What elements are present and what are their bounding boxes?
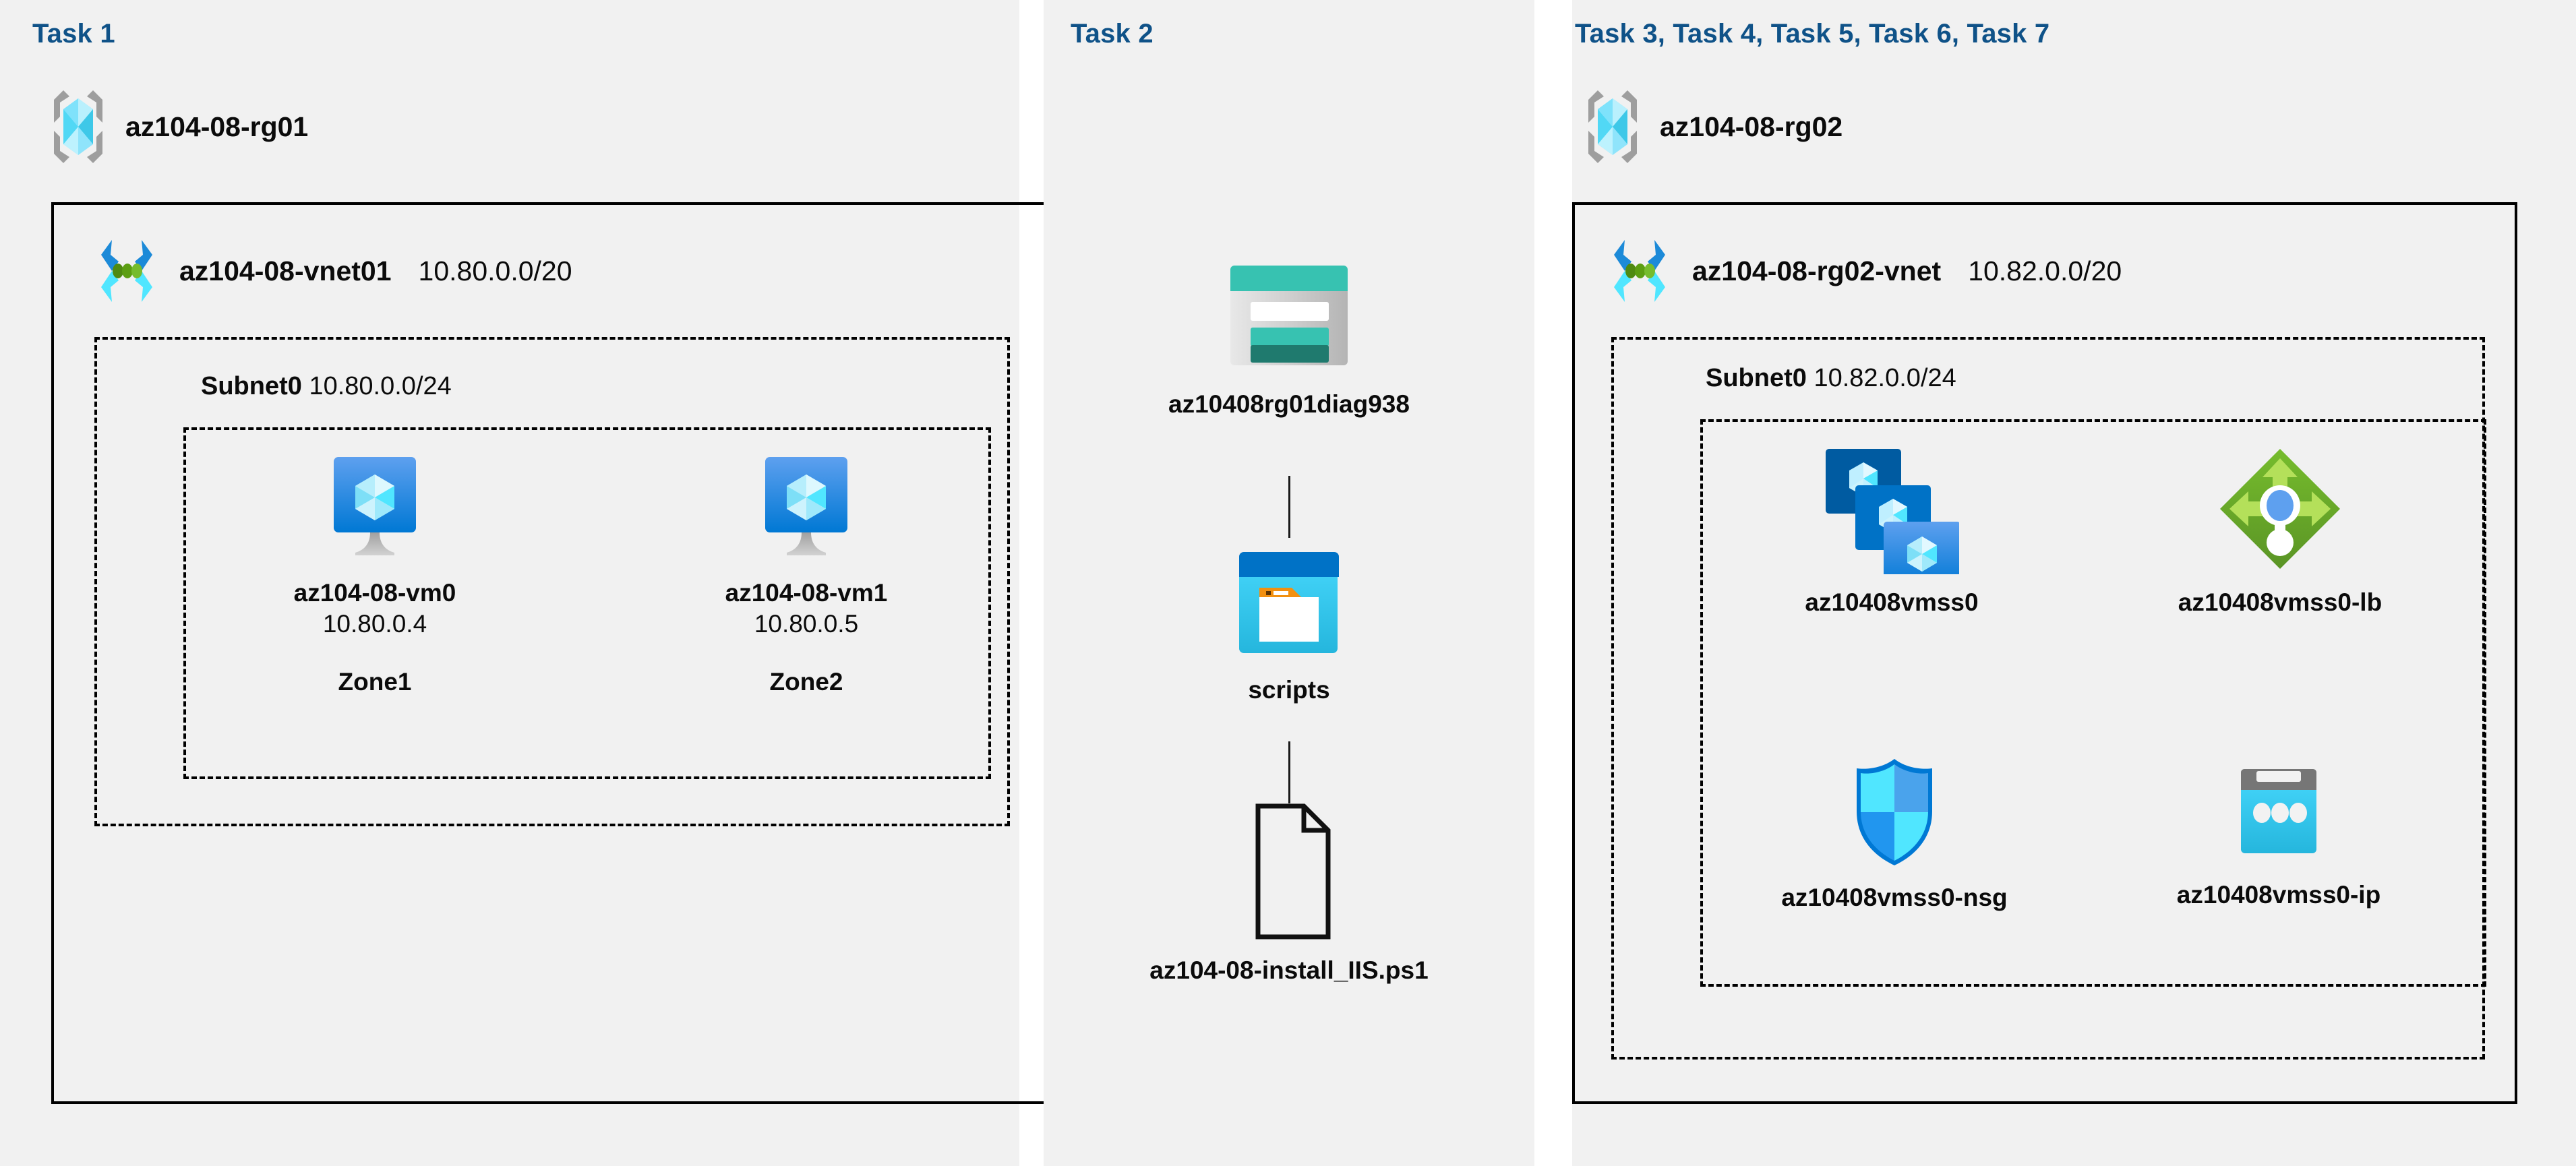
subnet-cidr: 10.80.0.0/24: [309, 372, 452, 400]
vm-name: az104-08-vm0: [293, 579, 456, 607]
resource-group-icon: [49, 89, 108, 164]
virtual-machine-icon: [756, 453, 857, 568]
resource-group-label: az104-08-rg01: [125, 111, 309, 142]
vnet-cidr: 10.82.0.0/20: [1968, 255, 2122, 286]
nsg-label: az10408vmss0-nsg: [1781, 884, 2008, 911]
task-title-1: Task 1: [32, 19, 115, 49]
subnet-cidr: 10.82.0.0/24: [1814, 364, 1956, 392]
public-ip-address-icon: [2225, 766, 2333, 870]
resource-group-label: az104-08-rg02: [1660, 111, 1843, 142]
vm-zone: Zone1: [338, 668, 412, 696]
file-node[interactable]: az104-08-install_IIS.ps1: [1120, 802, 1458, 985]
load-balancer-icon: [2217, 446, 2343, 578]
load-balancer-label: az10408vmss0-lb: [2178, 588, 2383, 616]
panel-task3-7: [1572, 0, 2576, 1166]
virtual-network-icon: [1605, 236, 1675, 306]
task-title-3-7: Task 3, Task 4, Task 5, Task 6, Task 7: [1575, 19, 2050, 49]
load-balancer-node[interactable]: az10408vmss0-lb: [2138, 446, 2422, 617]
vnet-header-2: az104-08-rg02-vnet 10.82.0.0/20: [1605, 236, 2122, 306]
vm-node-0[interactable]: az104-08-vm0 10.80.0.4 Zone1: [267, 453, 483, 696]
vmss-node[interactable]: az10408vmss0: [1764, 446, 2020, 617]
resource-group-icon: [1583, 89, 1642, 164]
subnet-label-2: Subnet0 10.82.0.0/24: [1706, 364, 1956, 393]
virtual-network-icon: [92, 236, 162, 306]
file-icon: [1243, 802, 1335, 944]
subnet-box-1: [94, 337, 1010, 826]
blob-container-icon: [1231, 545, 1347, 664]
vnet-box-1: [51, 202, 1019, 1104]
vnet-name: az104-08-rg02-vnet: [1692, 255, 1942, 286]
vnet-cidr: 10.80.0.0/20: [418, 255, 572, 286]
virtual-machine-icon: [324, 453, 425, 568]
vnet-header-1: az104-08-vnet01 10.80.0.0/20: [92, 236, 572, 306]
vm-scale-set-icon: [1824, 446, 1960, 588]
subnet-name: Subnet0: [1706, 364, 1807, 392]
vnet-name: az104-08-vnet01: [179, 255, 392, 286]
subnet-name: Subnet0: [201, 372, 302, 400]
connector-storage-to-container: [1288, 476, 1290, 538]
vm-private-ip: 10.80.0.5: [754, 610, 859, 638]
storage-account-icon: [1225, 260, 1353, 378]
resource-group-header-rg02: az104-08-rg02: [1583, 89, 1843, 164]
task-title-2: Task 2: [1071, 19, 1154, 49]
subnet-label-1: Subnet0 10.80.0.0/24: [201, 372, 452, 401]
storage-account-label: az10408rg01diag938: [1168, 390, 1410, 418]
vm-zone: Zone2: [769, 668, 843, 696]
connector-container-to-file: [1288, 741, 1290, 803]
file-label: az104-08-install_IIS.ps1: [1149, 956, 1429, 984]
network-security-group-icon: [1847, 755, 1942, 873]
vm-name: az104-08-vm1: [725, 579, 888, 607]
vnet-box-2: [1572, 202, 2517, 1104]
resource-group-box-2: [1700, 419, 2486, 987]
vm-private-ip: 10.80.0.4: [322, 610, 427, 638]
public-ip-node[interactable]: az10408vmss0-ip: [2151, 766, 2407, 909]
resource-group-header-rg01: az104-08-rg01: [49, 89, 308, 164]
vmss-label: az10408vmss0: [1805, 588, 1979, 616]
storage-account-node[interactable]: az10408rg01diag938: [1120, 260, 1458, 419]
public-ip-label: az10408vmss0-ip: [2176, 881, 2381, 909]
blob-container-label: scripts: [1248, 676, 1330, 704]
blob-container-node[interactable]: scripts: [1120, 545, 1458, 704]
vm-group-box-1: [183, 427, 991, 779]
nsg-node[interactable]: az10408vmss0-nsg: [1766, 755, 2023, 912]
panel-task1: [0, 0, 1019, 1166]
vm-node-1[interactable]: az104-08-vm1 10.80.0.5 Zone2: [698, 453, 914, 696]
